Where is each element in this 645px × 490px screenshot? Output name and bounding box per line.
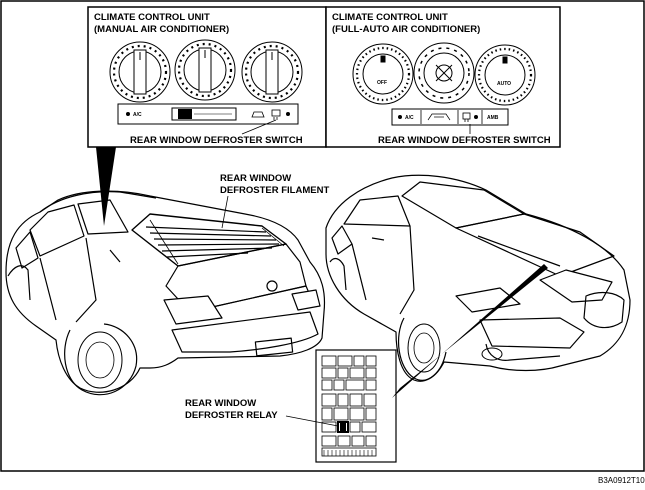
filament-callout: REAR WINDOW DEFROSTER FILAMENT [220, 173, 329, 229]
fuse-box-pins [323, 450, 373, 456]
manual-title-line2: (MANUAL AIR CONDITIONER) [94, 24, 229, 35]
auto-ac-button-label: A/C [405, 115, 414, 121]
mode-knob [241, 41, 303, 103]
auto-defroster-switch-icon [462, 112, 471, 122]
recirc-fresh-icon [427, 113, 451, 121]
manual-switch-label: REAR WINDOW DEFROSTER SWITCH [130, 135, 303, 146]
callout-manual-ac: CLIMATE CONTROL UNIT (MANUAL AIR CONDITI… [87, 6, 327, 148]
relay-callout: REAR WINDOW DEFROSTER RELAY [185, 264, 548, 463]
figure-code: B3A0912T101 [598, 476, 645, 485]
manual-ac-button-label: A/C [133, 112, 142, 118]
manual-title-line1: CLIMATE CONTROL UNIT [94, 12, 210, 23]
temperature-knob [174, 39, 236, 101]
filament-label-line1: REAR WINDOW [220, 173, 291, 184]
auto-off-label: OFF [377, 80, 387, 86]
auto-title-line1: CLIMATE CONTROL UNIT [332, 12, 448, 23]
auto-auto-label: AUTO [497, 81, 511, 87]
right-car-illustration [325, 174, 631, 382]
manual-button-strip: A/C [117, 103, 299, 125]
relay-leader [285, 415, 339, 427]
auto-ac-indicator [398, 115, 402, 119]
auto-defroster-indicator [474, 115, 478, 119]
left-car-illustration [5, 190, 326, 396]
auto-button-strip: A/C AMB [391, 108, 509, 126]
ac-indicator [126, 112, 130, 116]
manual-switch-leader [241, 119, 277, 135]
auto-switch-label: REAR WINDOW DEFROSTER SWITCH [378, 135, 551, 146]
fuse-box-grid [321, 355, 377, 457]
rear-defroster-switch-icon [271, 109, 281, 120]
callout-auto-ac: CLIMATE CONTROL UNIT (FULL-AUTO AIR COND… [325, 6, 561, 148]
relay-label-line2: DEFROSTER RELAY [185, 410, 278, 421]
fan-speed-knob [109, 41, 171, 103]
auto-mode-knob [413, 42, 475, 104]
car-recirc-icon [251, 111, 265, 118]
defroster-relay-position [340, 423, 346, 431]
auto-knobs [352, 42, 536, 106]
auto-off-knob [352, 43, 414, 105]
auto-temperature-knob [474, 44, 536, 106]
auto-title-line2: (FULL-AUTO AIR CONDITIONER) [332, 24, 480, 35]
lever-slider [178, 109, 192, 119]
defroster-indicator [286, 112, 290, 116]
relay-callout-pointer [392, 264, 548, 398]
filament-leader [221, 195, 229, 229]
figure-frame [0, 0, 645, 472]
filament-label-line2: DEFROSTER FILAMENT [220, 185, 329, 196]
relay-label-line1: REAR WINDOW [185, 398, 256, 409]
auto-amb-button-label: AMB [487, 115, 499, 121]
manual-callout-pointer [96, 147, 116, 226]
manual-knobs [109, 39, 303, 103]
